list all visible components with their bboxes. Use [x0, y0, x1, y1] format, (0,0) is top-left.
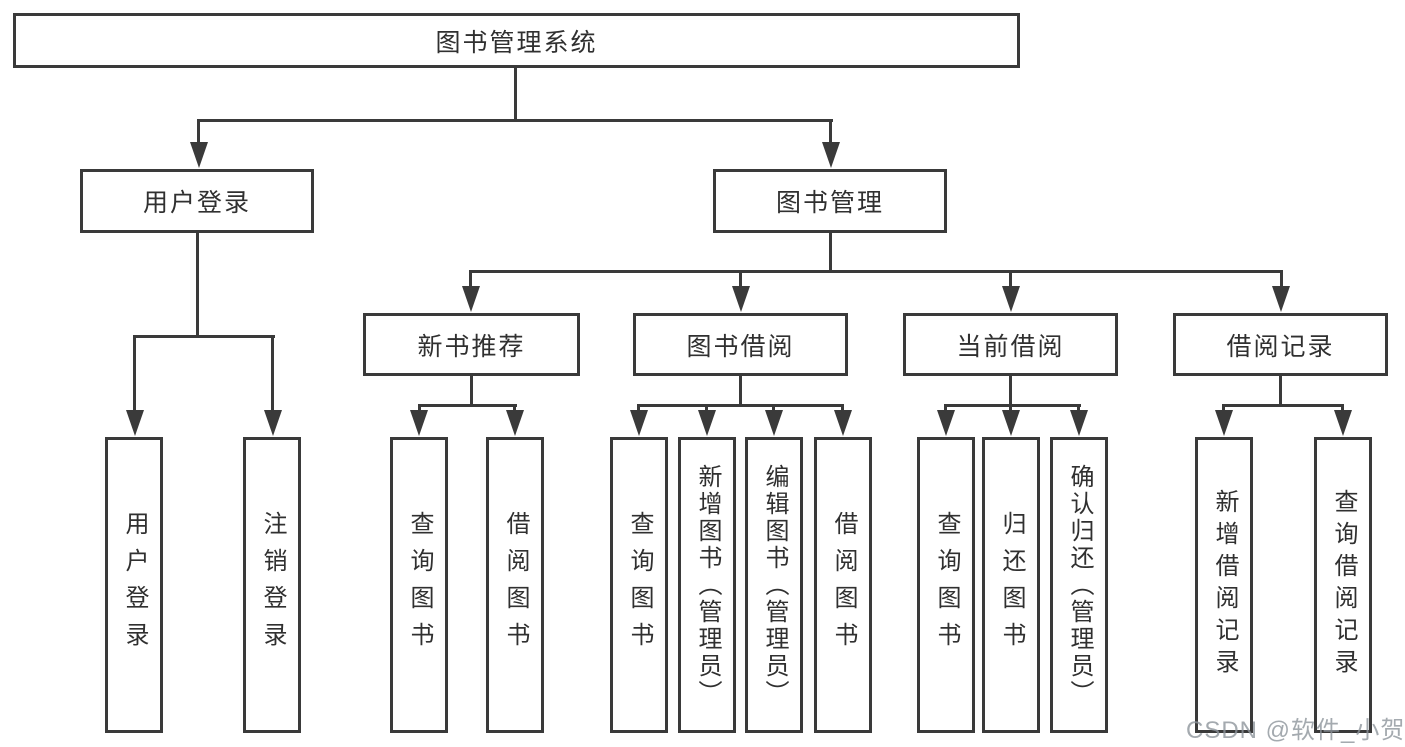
node-return-books: 归还图书 — [982, 437, 1040, 733]
connector-line — [1341, 404, 1344, 414]
connector-line — [470, 374, 473, 407]
node-root: 图书管理系统 — [13, 13, 1020, 68]
connector-line — [133, 335, 136, 413]
arrow-down-icon — [1002, 410, 1020, 436]
node-new-book-recommend: 新书推荐 — [363, 313, 580, 376]
connector-line — [196, 231, 199, 337]
connector-line — [829, 119, 832, 149]
node-label: 注销登录 — [259, 511, 286, 659]
node-current-borrowing: 当前借阅 — [903, 313, 1118, 376]
node-label: 借阅记录 — [1226, 332, 1335, 361]
arrow-down-icon — [732, 286, 750, 312]
arrow-down-icon — [190, 142, 208, 168]
node-label: 图书借阅 — [686, 332, 795, 361]
arrow-down-icon — [410, 410, 428, 436]
connector-line — [944, 404, 947, 414]
arrow-down-icon — [1272, 286, 1290, 312]
node-query-books-borrow: 查询图书 — [610, 437, 668, 733]
arrow-down-icon — [1070, 410, 1088, 436]
node-label: 借阅图书 — [502, 511, 529, 659]
node-add-books-admin: 新增图书（管理员） — [678, 437, 736, 733]
node-borrow-books-newrec: 借阅图书 — [486, 437, 544, 733]
node-label: 当前借阅 — [956, 332, 1065, 361]
arrow-down-icon — [937, 410, 955, 436]
connector-line — [513, 404, 516, 414]
connector-line — [739, 270, 742, 292]
node-label: 图书管理 — [775, 189, 884, 217]
arrow-down-icon — [1002, 286, 1020, 312]
node-edit-books-admin: 编辑图书（管理员） — [745, 437, 803, 733]
connector-line — [133, 335, 275, 338]
connector-line — [772, 404, 775, 414]
node-label: 编辑图书（管理员） — [761, 463, 788, 707]
node-label: 归还图书 — [998, 511, 1025, 659]
arrow-down-icon — [698, 410, 716, 436]
node-label: 新增图书（管理员） — [694, 463, 721, 707]
connector-line — [197, 119, 200, 149]
node-label: 新增借阅记录 — [1211, 489, 1238, 681]
connector-line — [418, 404, 421, 414]
node-label: 查询借阅记录 — [1330, 489, 1357, 681]
connector-line — [271, 335, 274, 413]
arrow-down-icon — [822, 142, 840, 168]
node-query-books-newrec: 查询图书 — [390, 437, 448, 733]
arrow-down-icon — [462, 286, 480, 312]
arrow-down-icon — [1334, 410, 1352, 436]
connector-line — [1009, 270, 1012, 292]
node-borrow-books-leaf: 借阅图书 — [814, 437, 872, 733]
node-label: 新书推荐 — [417, 332, 526, 361]
arrow-down-icon — [126, 410, 144, 436]
connector-line — [1077, 404, 1080, 414]
connector-line — [944, 404, 1081, 407]
node-borrowing-records: 借阅记录 — [1173, 313, 1388, 376]
connector-line — [469, 270, 1283, 273]
connector-line — [197, 119, 833, 122]
connector-line — [418, 404, 517, 407]
node-label: 查询图书 — [626, 511, 653, 659]
node-label: 借阅图书 — [830, 511, 857, 659]
node-query-borrow-record: 查询借阅记录 — [1314, 437, 1372, 733]
connector-line — [829, 231, 832, 272]
arrow-down-icon — [506, 410, 524, 436]
connector-line — [1009, 374, 1012, 407]
node-label: 用户登录 — [142, 189, 251, 217]
arrow-down-icon — [630, 410, 648, 436]
connector-line — [514, 66, 517, 121]
node-user-login: 用户登录 — [80, 169, 314, 233]
csdn-watermark: CSDN @软件_小贺同学 — [1186, 717, 1405, 744]
node-label: 查询图书 — [406, 511, 433, 659]
connector-line — [1280, 270, 1283, 292]
connector-line — [1222, 404, 1344, 407]
connector-line — [1009, 404, 1012, 414]
connector-line — [637, 404, 640, 414]
node-user-login-leaf: 用户登录 — [105, 437, 163, 733]
node-confirm-return-admin: 确认归还（管理员） — [1050, 437, 1108, 733]
node-label: 用户登录 — [121, 511, 148, 659]
connector-line — [637, 404, 844, 407]
connector-line — [469, 270, 472, 292]
connector-line — [841, 404, 844, 414]
node-add-borrow-record: 新增借阅记录 — [1195, 437, 1253, 733]
arrow-down-icon — [1215, 410, 1233, 436]
connector-line — [705, 404, 708, 414]
arrow-down-icon — [264, 410, 282, 436]
connector-line — [739, 374, 742, 407]
arrow-down-icon — [765, 410, 783, 436]
node-label: 确认归还（管理员） — [1066, 463, 1093, 707]
node-label: 图书管理系统 — [435, 28, 598, 57]
node-book-borrowing: 图书借阅 — [633, 313, 848, 376]
connector-line — [1222, 404, 1225, 414]
node-book-management: 图书管理 — [713, 169, 947, 233]
node-query-books-current: 查询图书 — [917, 437, 975, 733]
connector-line — [1279, 374, 1282, 407]
node-logout: 注销登录 — [243, 437, 301, 733]
node-label: 查询图书 — [933, 511, 960, 659]
arrow-down-icon — [834, 410, 852, 436]
